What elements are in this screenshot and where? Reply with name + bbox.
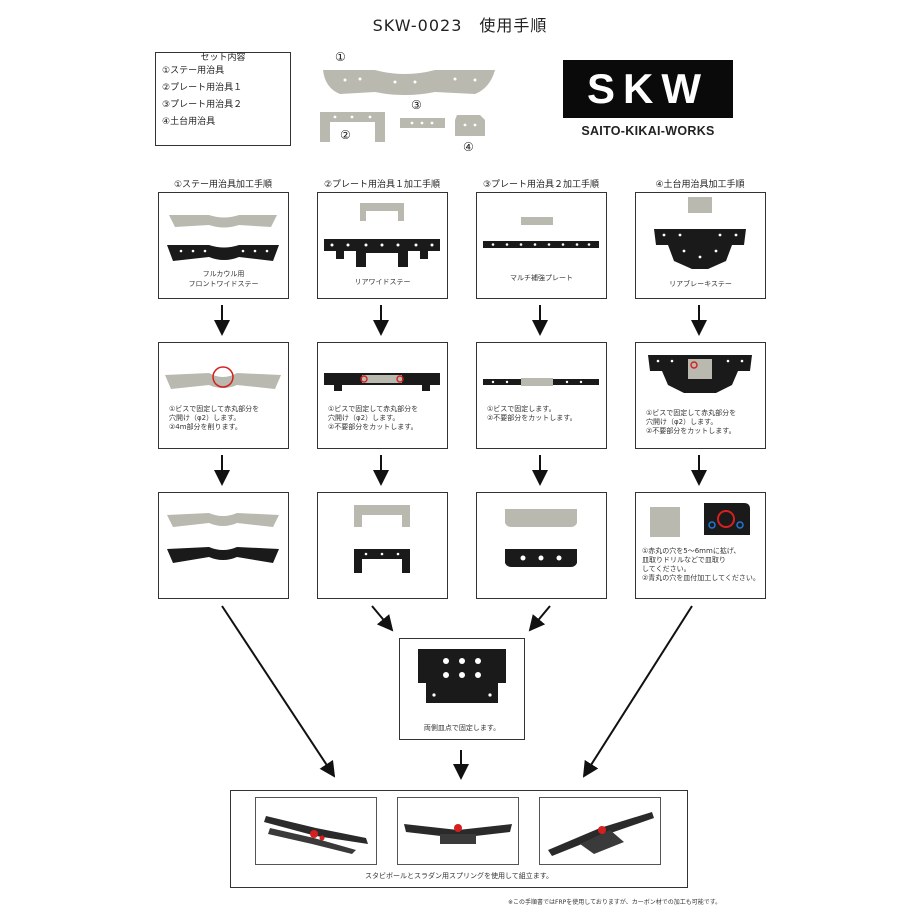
- caption-line: ①ビスで固定して赤丸部分を: [169, 405, 260, 413]
- final-photo: [539, 797, 661, 865]
- step3-panel: ①赤丸の穴を5～6mmに拡げ、 皿取りドリルなどで皿取り してください。 ②青丸…: [635, 492, 766, 599]
- logo-subtitle: SAITO-KIKAI-WORKS: [581, 124, 715, 138]
- final-photo: [397, 797, 519, 865]
- kit-parts-image: ① ② ③ ④: [315, 50, 515, 160]
- caption-line: ①ビスで固定します。: [487, 405, 556, 413]
- caption-line: ②不要部分をカットします。: [328, 423, 418, 431]
- step2-panel: ①ビスで固定して赤丸部分を 穴開け（φ2）します。 ②4m部分を削ります。: [158, 342, 289, 449]
- footnote: ※この手順書ではFRPを使用しておりますが、カーボン材での加工も可能です。: [508, 899, 722, 906]
- caption-line: リアブレーキステー: [669, 280, 732, 288]
- logo-text: SKW: [587, 65, 709, 112]
- page-title: SKW-0023 使用手順: [372, 16, 548, 35]
- column-heading: ②プレート用治具１加工手順: [323, 180, 441, 190]
- caption-line: ①赤丸の穴を5～6mmに拡げ、: [642, 547, 741, 555]
- step2-panel: ①ビスで固定して赤丸部分を 穴開け（φ2）します。 ②不要部分をカットします。: [317, 342, 448, 449]
- step2-panel: ①ビスで固定します。 ②不要部分をカットします。: [476, 342, 607, 449]
- caption-line: ①ビスで固定して赤丸部分を: [646, 409, 737, 417]
- assembly-panel: 両側皿点で固定します。: [399, 638, 525, 740]
- step1-panel: マルチ補強プレート: [476, 192, 607, 299]
- caption-line: 穴開け（φ2）します。: [646, 418, 718, 426]
- assembly-caption: 両側皿点で固定します。: [423, 724, 501, 732]
- caption-line: 穴開け（φ2）します。: [169, 414, 241, 422]
- kit-parts-drawing: [320, 70, 495, 142]
- caption-line: 皿取りドリルなどで皿取り: [642, 556, 726, 564]
- caption-line: ②4m部分を削ります。: [169, 423, 242, 431]
- step1-panel: フルカウル用 フロントワイドステー: [158, 192, 289, 299]
- set-item: ②プレート用治具１: [162, 83, 243, 93]
- caption-line: マルチ補強プレート: [510, 274, 573, 282]
- caption-line: ②不要部分をカットします。: [646, 427, 736, 435]
- final-caption: スタビボールとスラダン用スプリングを使用して組立ます。: [364, 872, 554, 880]
- step3-panel: [158, 492, 289, 599]
- step1-panel: リアブレーキステー: [635, 192, 766, 299]
- set-item: ④土台用治具: [162, 117, 216, 127]
- column-heading: ④土台用治具加工手順: [655, 180, 745, 190]
- kit-label: ①: [335, 50, 346, 64]
- set-contents-legend: セット内容: [197, 53, 249, 63]
- caption-line: フロントワイドステー: [188, 280, 259, 288]
- caption-line: ②青丸の穴を皿付加工してください。: [642, 574, 760, 582]
- step1-panel: リアワイドステー: [317, 192, 448, 299]
- caption-line: リアワイドステー: [354, 278, 411, 286]
- caption-line: 穴開け（φ2）します。: [328, 414, 400, 422]
- caption-line: フルカウル用: [202, 270, 245, 278]
- kit-label: ③: [411, 98, 422, 112]
- column-heading: ③プレート用治具２加工手順: [482, 180, 600, 190]
- caption-line: ②不要部分をカットします。: [487, 414, 577, 422]
- diagonal-arrow: [528, 605, 551, 632]
- column-heading: ①ステー用治具加工手順: [173, 180, 273, 190]
- set-item: ③プレート用治具２: [162, 100, 243, 110]
- step3-panel: [317, 492, 448, 599]
- diagonal-arrow: [371, 605, 394, 632]
- skw-logo: SKW: [563, 60, 733, 118]
- kit-label: ②: [340, 128, 351, 142]
- final-panel: スタビボールとスラダン用スプリングを使用して組立ます。: [230, 790, 688, 888]
- step3-panel: [476, 492, 607, 599]
- final-photo: [255, 797, 377, 865]
- set-item: ①ステー用治具: [162, 66, 225, 76]
- diagonal-arrow: [221, 605, 336, 778]
- caption-line: ①ビスで固定して赤丸部分を: [328, 405, 419, 413]
- caption-line: してください。: [642, 565, 691, 573]
- diagonal-arrow: [582, 605, 693, 778]
- set-contents-box: セット内容 ①ステー用治具 ②プレート用治具１ ③プレート用治具２ ④土台用治具: [155, 52, 291, 146]
- kit-label: ④: [463, 140, 474, 154]
- step2-panel: ①ビスで固定して赤丸部分を 穴開け（φ2）します。 ②不要部分をカットします。: [635, 342, 766, 449]
